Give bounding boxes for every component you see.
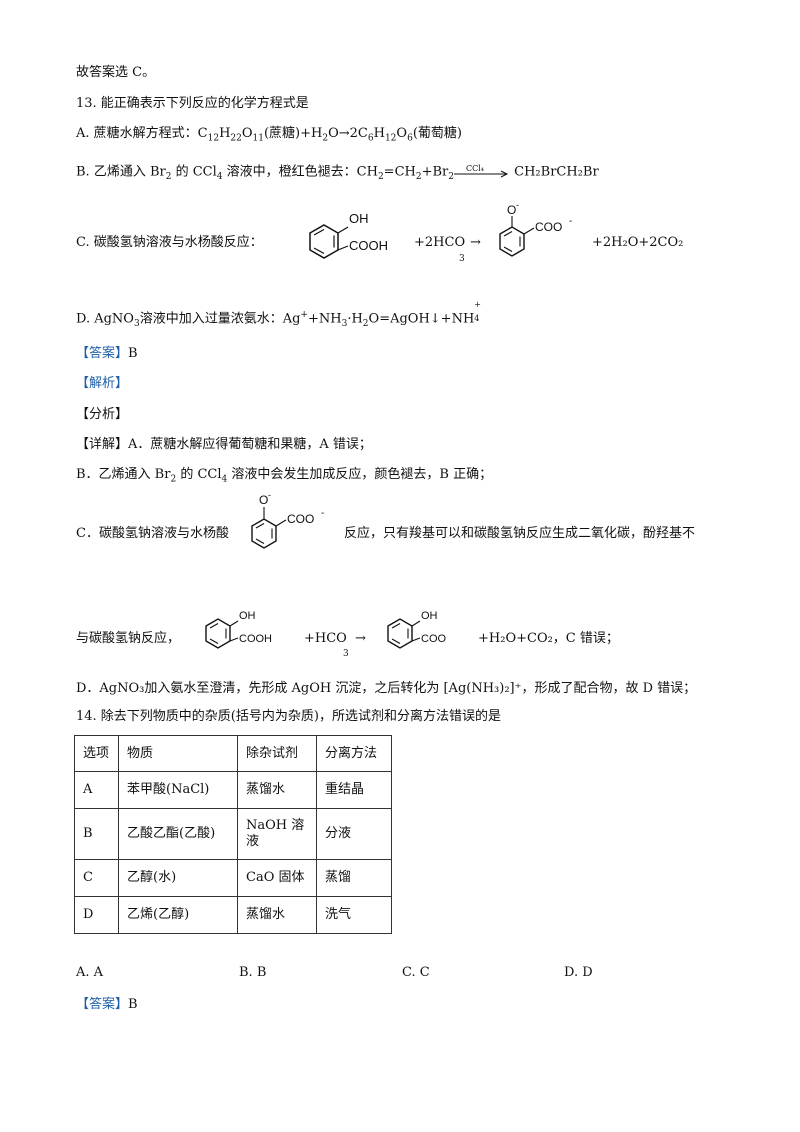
question-14-table: 选项 物质 除杂试剂 分离方法 A 苯甲酸(NaCl) 蒸馏水 重结晶 B 乙酸… [74, 735, 392, 934]
o-minus-label: O [259, 493, 268, 507]
table-cell: A [74, 771, 119, 809]
choice-d: D. D [564, 965, 593, 980]
table-row: A 苯甲酸(NaCl) 蒸馏水 重结晶 [74, 771, 392, 809]
option-13-c-sub: 3 [459, 254, 465, 264]
detail-d: D．AgNO₃加入氨水至澄清，先形成 AgOH 沉淀，之后转化为 [Ag(NH₃… [76, 681, 697, 696]
table-cell: B [74, 808, 119, 860]
option-13-a: A. 蔗糖水解方程式：C12H22O11(蔗糖)+H2O→2C6H12O6(葡萄… [76, 126, 462, 144]
analysis-label: 【解析】 [76, 376, 129, 391]
detail-a: 【详解】A．蔗糖水解应得葡萄糖和果糖，A 错误； [76, 437, 372, 452]
question-14-stem: 14. 除去下列物质中的杂质(括号内为杂质)，所选试剂和分离方法错误的是 [76, 709, 501, 724]
salicylic-acid-structure: OH COOH [309, 211, 388, 259]
fenxi-label: 【分析】 [76, 407, 129, 422]
coo-minus-label: COO [287, 512, 314, 526]
oh-label: OH [239, 610, 256, 622]
detail-c2-bicarbonate: +HCO [304, 631, 347, 646]
option-13-c-bicarbonate: +2HCO [414, 235, 466, 250]
detail-c-pre: C．碳酸氢钠溶液与水杨酸 [76, 526, 229, 541]
choice-a: A. A [76, 965, 104, 980]
detail-c2-arrow: → [355, 631, 366, 646]
coo-minus-label: COO [535, 220, 562, 234]
answer-13: 【答案】B [76, 346, 138, 361]
table-cell: 分液 [316, 808, 392, 860]
reaction-arrow: CCl₄ [454, 163, 510, 181]
option-13-b: B. 乙烯通入 Br2 的 CCl4 溶液中，橙红色褪去：CH2=CH2+Br2… [76, 163, 599, 183]
option-13-c-arrow: → [470, 235, 481, 250]
table-cell: CaO 固体 [237, 859, 317, 897]
oh-label: OH [421, 610, 438, 622]
table-cell: 重结晶 [316, 771, 392, 809]
table-header-row: 选项 物质 除杂试剂 分离方法 [74, 735, 392, 772]
table-cell: 蒸馏 [316, 859, 392, 897]
table-header-cell: 物质 [118, 735, 238, 772]
table-row: B 乙酸乙酯(乙酸) NaOH 溶液 分液 [74, 808, 392, 860]
table-cell: D [74, 896, 119, 934]
oh-label: OH [349, 211, 369, 226]
choice-b: B. B [239, 965, 267, 980]
detail-c2-pre: 与碳酸氢钠反应， [76, 631, 181, 646]
table-cell: NaOH 溶液 [237, 808, 317, 860]
table-cell: 乙烯(乙醇) [118, 896, 238, 934]
option-13-d: D. AgNO3溶液中加入过量浓氨水：Ag++NH3·H2O=AgOH↓+NH+… [76, 300, 481, 329]
detail-c-post: 反应，只有羧基可以和碳酸氢钠反应生成二氧化碳，酚羟基不 [344, 526, 696, 541]
table-header-cell: 选项 [74, 735, 119, 772]
salicylate-dianion-structure: O - COO - [499, 200, 572, 257]
option-13-c-label: C. 碳酸氢钠溶液与水杨酸反应： [76, 235, 263, 250]
detail-b: B．乙烯通入 Br2 的 CCl4 溶液中会发生加成反应，颜色褪去，B 正确； [76, 467, 493, 485]
detail-c2-tail: +H₂O+CO₂，C 错误； [478, 631, 619, 646]
answer-14: 【答案】B [76, 997, 138, 1012]
coo-label: COO [421, 633, 447, 645]
table-cell: 乙醇(水) [118, 859, 238, 897]
table-cell: 乙酸乙酯(乙酸) [118, 808, 238, 860]
salicylate-monoanion-structure: OH COO [387, 610, 447, 649]
table-header-cell: 除杂试剂 [237, 735, 317, 772]
table-cell: 蒸馏水 [237, 771, 317, 809]
table-cell: C [74, 859, 119, 897]
table-row: C 乙醇(水) CaO 固体 蒸馏 [74, 859, 392, 897]
choice-c: C. C [402, 965, 430, 980]
cooh-label: COOH [239, 633, 272, 645]
table-cell: 洗气 [316, 896, 392, 934]
o-minus-label: O [507, 203, 516, 217]
table-cell: 蒸馏水 [237, 896, 317, 934]
question-13-stem: 13. 能正确表示下列反应的化学方程式是 [76, 96, 309, 111]
o-minus-charge: - [516, 200, 519, 210]
option-13-c-products: +2H₂O+2CO₂ [592, 235, 684, 250]
coo-minus-charge: - [321, 508, 324, 519]
salicylic-acid-structure-detail: OH COOH [205, 610, 272, 649]
table-row: D 乙烯(乙醇) 蒸馏水 洗气 [74, 896, 392, 934]
o-minus-charge: - [268, 490, 271, 500]
conclusion-line: 故答案选 C。 [76, 65, 156, 80]
salicylate-structure-detail: O - COO - [251, 490, 324, 549]
table-cell: 苯甲酸(NaCl) [118, 771, 238, 809]
coo-minus-charge: - [569, 216, 572, 227]
table-header-cell: 分离方法 [316, 735, 392, 772]
detail-c2-sub: 3 [343, 649, 349, 659]
cooh-label: COOH [349, 238, 388, 253]
